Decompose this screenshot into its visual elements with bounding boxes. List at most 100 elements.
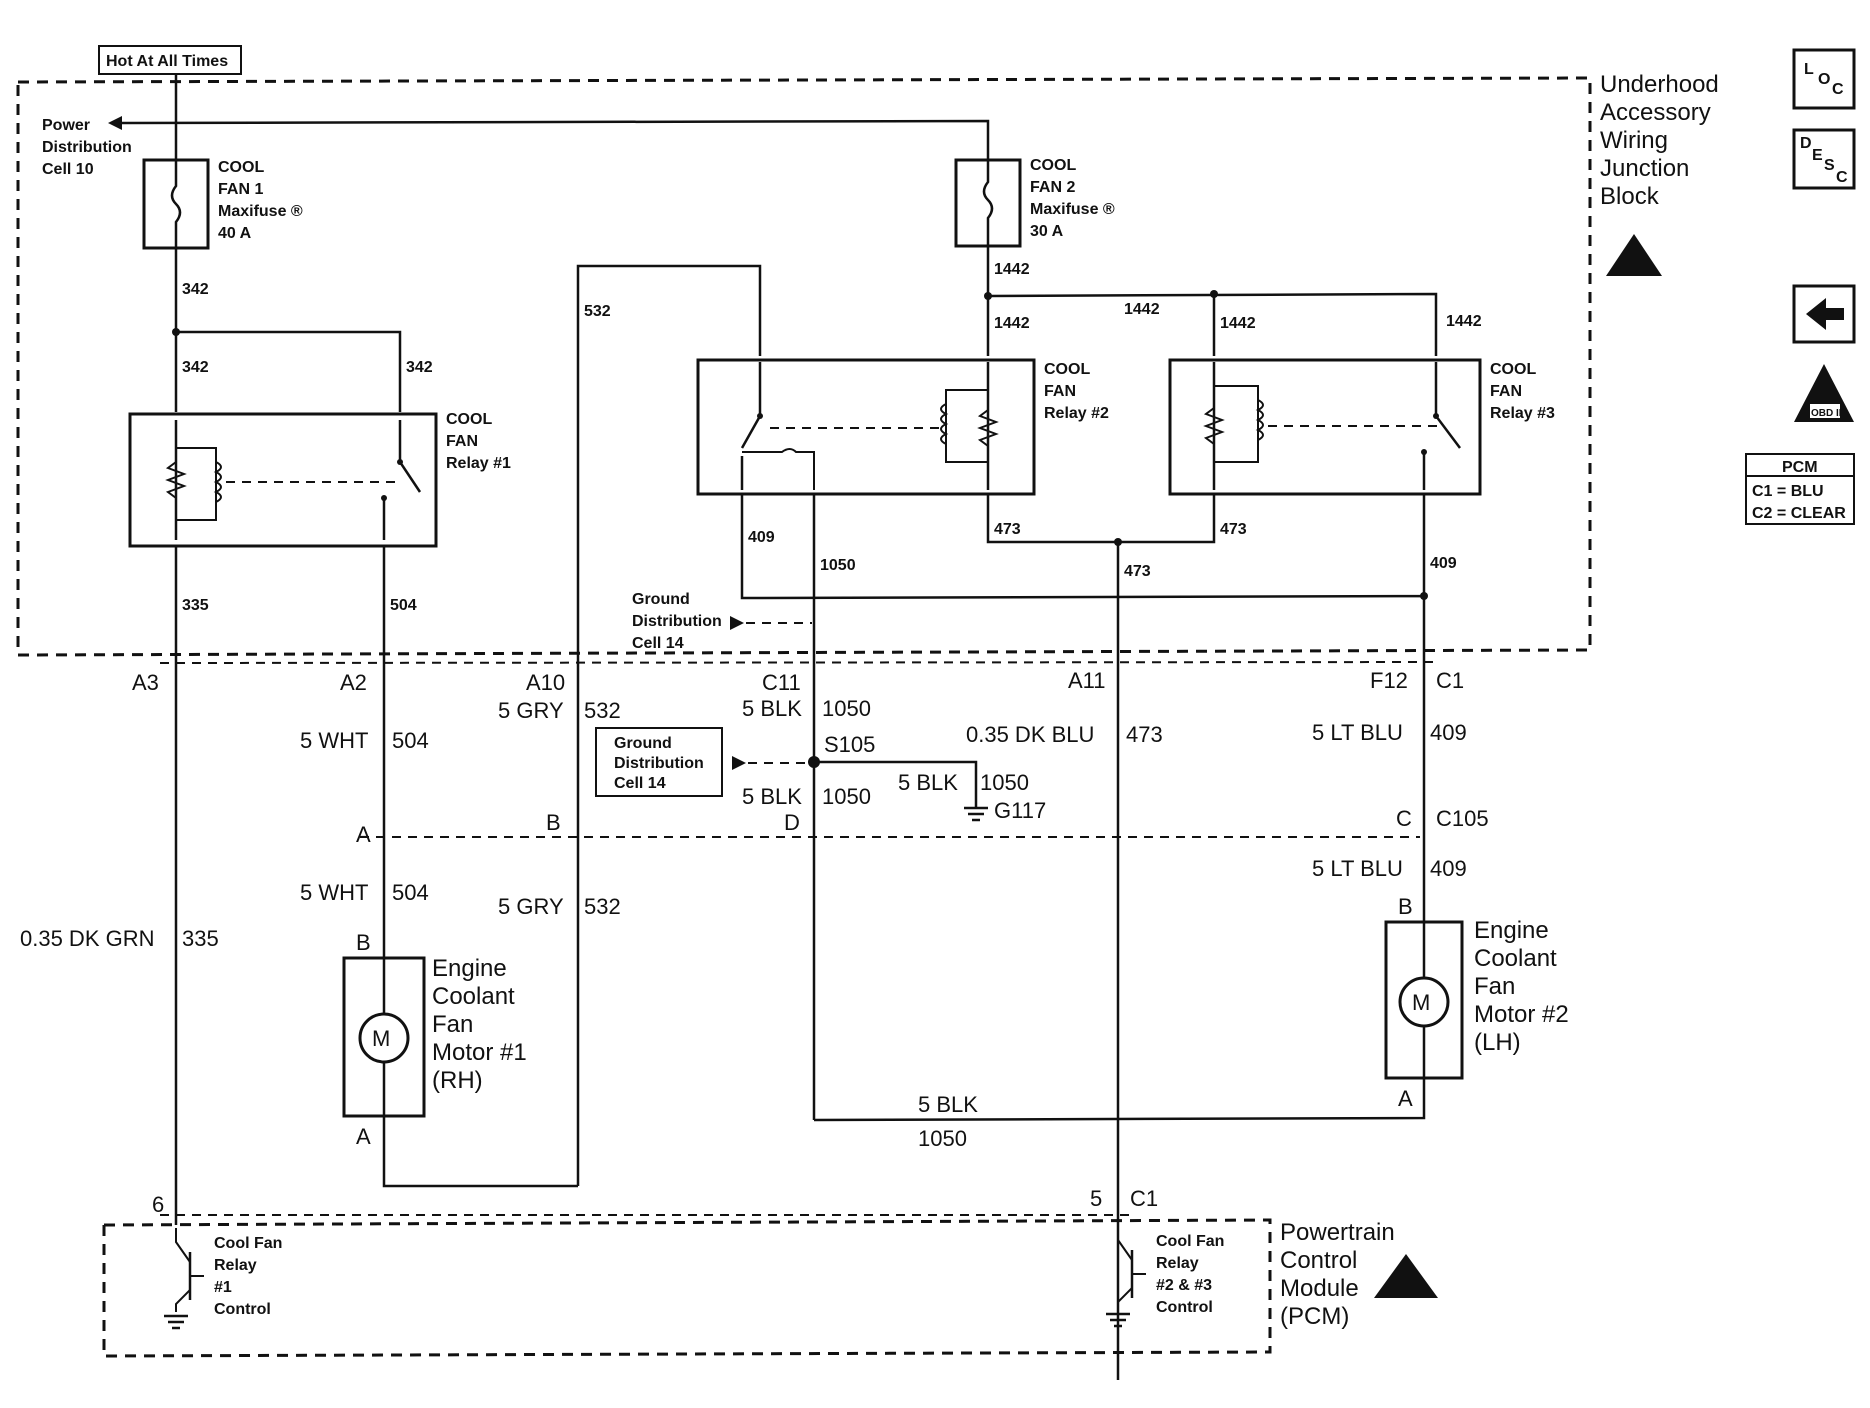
- svg-text:PCM: PCM: [1782, 459, 1818, 476]
- c1050-a: 1050: [820, 557, 856, 574]
- c1442-e: 1442: [1446, 313, 1482, 330]
- c342-c: 342: [406, 359, 433, 376]
- svg-text:B: B: [1398, 894, 1413, 919]
- engine-coolant-fan-motor-1: B M A Engine Coolant Fan Motor #1 (RH): [342, 930, 527, 1149]
- wire-1050-bottom: [813, 1078, 1426, 1122]
- c335-b: 335: [182, 926, 219, 951]
- fuse2-l3: Maxifuse ®: [1030, 201, 1115, 218]
- wire-532: [576, 264, 762, 1186]
- c105-label: C105: [1436, 806, 1489, 831]
- w1050-a: 5 BLK: [742, 696, 802, 721]
- c409-d: 409: [1430, 856, 1467, 881]
- ground-distribution-top: Ground Distribution Cell 14: [632, 591, 812, 652]
- pcm-driver-2: Cool Fan Relay #2 & #3 Control: [1106, 1224, 1224, 1328]
- power-distribution: Power Distribution Cell 10: [42, 116, 132, 178]
- w1050-d: 5 BLK: [918, 1092, 978, 1117]
- wire-motor1-return: [382, 1116, 578, 1188]
- svg-text:Control: Control: [1280, 1247, 1357, 1274]
- s105-label: S105: [824, 732, 875, 757]
- svg-text:A: A: [1398, 1086, 1413, 1111]
- relay1-l1: COOL: [446, 411, 492, 428]
- hot-at-all-times-box: Hot At All Times: [98, 45, 242, 75]
- relay2-l2: FAN: [1044, 383, 1076, 400]
- svg-text:Cool Fan: Cool Fan: [1156, 1233, 1224, 1250]
- svg-text:C1 = BLU: C1 = BLU: [1752, 483, 1824, 500]
- svg-text:Block: Block: [1600, 183, 1660, 210]
- c1050-c: 1050: [822, 784, 871, 809]
- svg-text:M: M: [372, 1026, 390, 1051]
- desc-button[interactable]: D E S C: [1792, 128, 1856, 190]
- obd-ii-icon: OBD II: [1794, 364, 1854, 422]
- cool-fan-relay-1: COOL FAN Relay #1: [128, 411, 511, 548]
- svg-text:(RH): (RH): [432, 1067, 483, 1094]
- conn-a3: A3: [132, 670, 159, 695]
- w504-a: 5 WHT: [300, 728, 368, 753]
- esd-warning-icon-pcm: [1374, 1254, 1438, 1298]
- svg-text:Ground: Ground: [632, 591, 690, 608]
- svg-text:Module: Module: [1280, 1275, 1359, 1302]
- wire-342: [174, 248, 402, 412]
- svg-text:B: B: [356, 930, 371, 955]
- fuse2-l1: COOL: [1030, 157, 1076, 174]
- g117-label: G117: [994, 798, 1046, 823]
- conn-a-c105: A: [356, 822, 371, 847]
- conn-a2: A2: [340, 670, 367, 695]
- c409-c: 409: [1430, 720, 1467, 745]
- svg-text:L: L: [1804, 61, 1814, 78]
- svg-text:Junction: Junction: [1600, 155, 1689, 182]
- relay3-l3: Relay #3: [1490, 405, 1555, 422]
- c342-a: 342: [182, 281, 209, 298]
- relay2-l1: COOL: [1044, 361, 1090, 378]
- power-dist-line2: Distribution: [42, 139, 132, 156]
- c1442-a: 1442: [994, 261, 1030, 278]
- cool-fan-relay-3: COOL FAN Relay #3: [1168, 358, 1555, 496]
- w335: 0.35 DK GRN: [20, 926, 155, 951]
- svg-text:Cell 14: Cell 14: [614, 775, 666, 792]
- relay1-l2: FAN: [446, 433, 478, 450]
- pcm-connector-key: PCM C1 = BLU C2 = CLEAR: [1745, 453, 1855, 525]
- relay1-l3: Relay #1: [446, 455, 511, 472]
- power-bus: [119, 119, 990, 160]
- w473-a: 0.35 DK BLU: [966, 722, 1094, 747]
- svg-text:Cool Fan: Cool Fan: [214, 1235, 282, 1252]
- esd-warning-icon: [1606, 234, 1662, 276]
- svg-text:Distribution: Distribution: [614, 755, 704, 772]
- conn-f12: F12: [1370, 668, 1408, 693]
- w409-b: 5 LT BLU: [1312, 856, 1403, 881]
- c532-c: 532: [584, 894, 621, 919]
- c409-b: 409: [1430, 555, 1457, 572]
- back-arrow-button[interactable]: [1792, 284, 1856, 344]
- svg-text:S: S: [1824, 157, 1835, 174]
- pcm-border: [102, 1218, 1272, 1358]
- wire-to-g117: [814, 760, 978, 808]
- svg-text:Cell 14: Cell 14: [632, 635, 684, 652]
- conn-c1-top: C1: [1436, 668, 1464, 693]
- conn-d-c105: D: [784, 810, 800, 835]
- fuse-1: COOL FAN 1 Maxifuse ® 40 A: [142, 158, 303, 250]
- svg-text:#1: #1: [214, 1279, 232, 1296]
- w409-a: 5 LT BLU: [1312, 720, 1403, 745]
- power-dist-line3: Cell 10: [42, 161, 94, 178]
- fuse2-l2: FAN 2: [1030, 179, 1075, 196]
- motor-1-icon: [358, 1012, 410, 1064]
- conn-c-c105: C: [1396, 806, 1412, 831]
- svg-text:Coolant: Coolant: [1474, 945, 1557, 972]
- w1050-c: 5 BLK: [898, 770, 958, 795]
- ground-g117-icon: [964, 806, 988, 822]
- svg-text:Fan: Fan: [432, 1011, 473, 1038]
- c504-c: 504: [392, 880, 429, 905]
- svg-text:Engine: Engine: [1474, 917, 1549, 944]
- svg-text:Motor #1: Motor #1: [432, 1039, 527, 1066]
- svg-text:C: C: [1832, 81, 1844, 98]
- svg-text:(LH): (LH): [1474, 1029, 1521, 1056]
- svg-text:C: C: [1836, 169, 1848, 186]
- fuse-2: COOL FAN 2 Maxifuse ® 30 A: [954, 157, 1115, 248]
- conn-a11: A11: [1068, 668, 1106, 693]
- c335: 335: [182, 597, 209, 614]
- svg-text:Wiring: Wiring: [1600, 127, 1668, 154]
- power-dist-line1: Power: [42, 117, 90, 134]
- loc-button[interactable]: L O C: [1792, 48, 1856, 110]
- svg-text:Control: Control: [214, 1301, 271, 1318]
- cool-fan-relay-2: COOL FAN Relay #2: [696, 358, 1109, 496]
